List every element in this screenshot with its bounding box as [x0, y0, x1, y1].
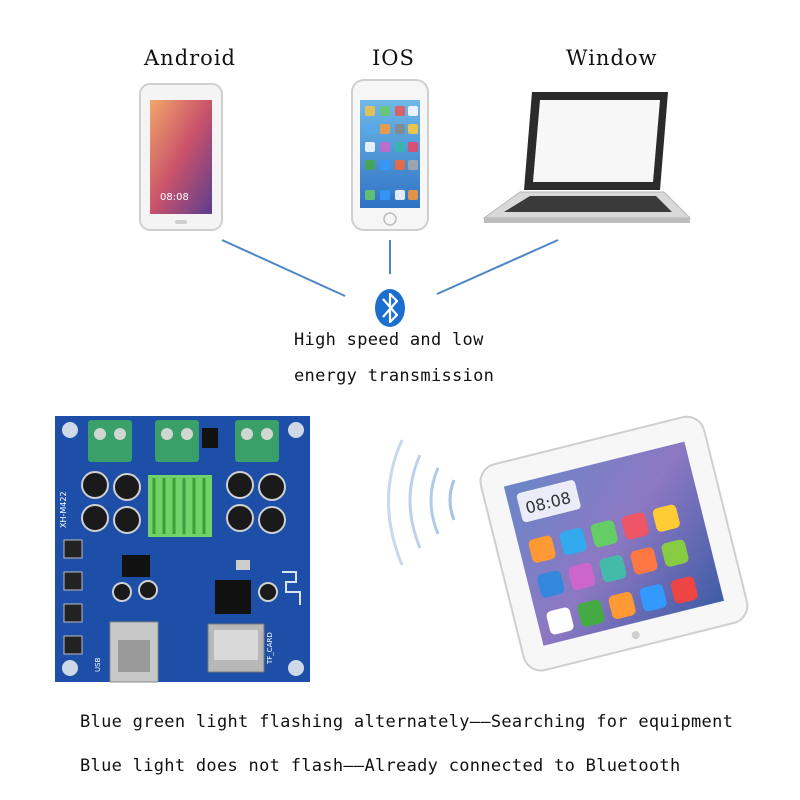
- android-clock: 08:08: [160, 192, 189, 203]
- device-label-android: Android: [144, 46, 236, 70]
- board-model-text: XH-M422: [59, 491, 68, 528]
- device-label-ios: IOS: [372, 46, 415, 70]
- status-connected: Blue light does not flash——Already conne…: [80, 756, 681, 776]
- pcb-board: XH-M422 USB TF_CARD: [55, 416, 310, 683]
- android-phone: 08:08: [139, 83, 223, 231]
- laptop: [482, 92, 692, 223]
- smartphone: 08:08: [479, 415, 749, 672]
- board-usb-label: USB: [94, 657, 102, 672]
- device-label-window: Window: [566, 46, 658, 70]
- board-tf-label: TF_CARD: [266, 632, 274, 665]
- tagline-line2: energy transmission: [294, 366, 495, 386]
- tagline-line1: High speed and low: [294, 330, 484, 350]
- status-searching: Blue green light flashing alternately——S…: [80, 712, 734, 732]
- wireless-waves-icon: [387, 439, 456, 566]
- bluetooth-icon: [375, 289, 405, 327]
- connection-lines: [221, 239, 559, 297]
- ios-phone: [351, 79, 429, 231]
